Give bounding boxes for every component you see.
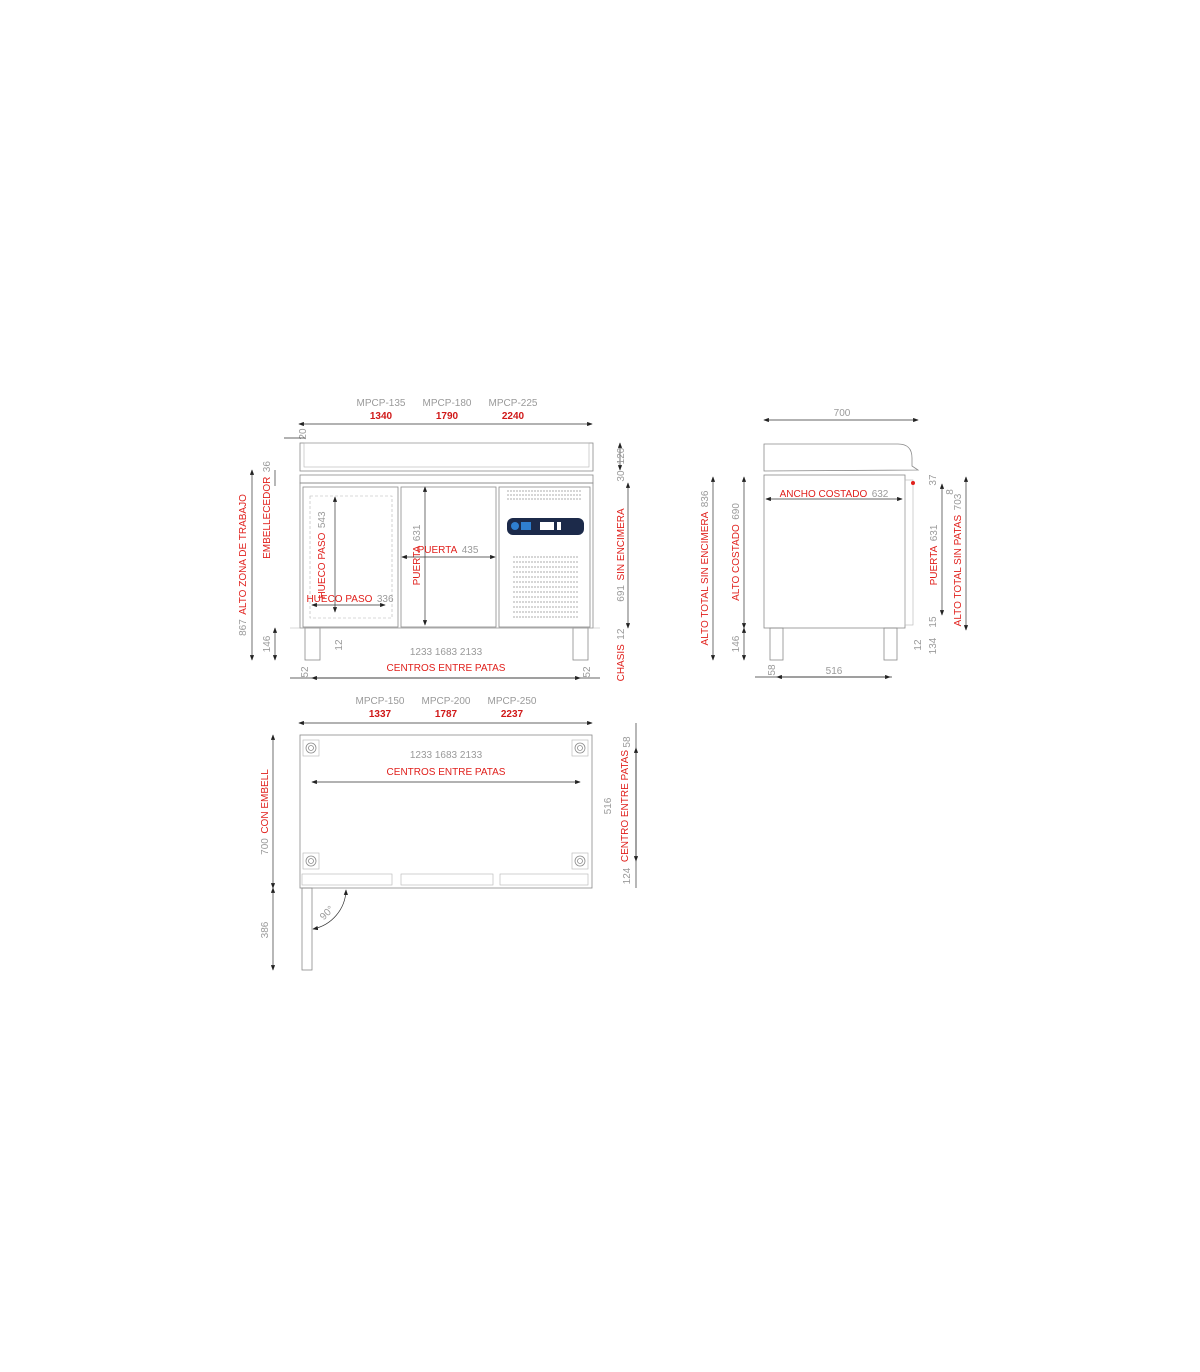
hueco-paso-outline — [309, 495, 393, 619]
depth-dim: 700 — [834, 408, 851, 419]
hinge-icon — [911, 481, 915, 485]
vent-grille-top — [507, 490, 582, 500]
gap-dim: 30 — [616, 470, 627, 482]
model-width: 1340 — [370, 411, 393, 422]
puerta-horizontal-dim: PUERTA 435 — [418, 540, 479, 557]
leg-front — [769, 627, 784, 661]
depth-dim: 700 CON EMBELL — [255, 769, 272, 855]
button-icon — [557, 522, 561, 530]
model-width: 1337 — [369, 709, 392, 720]
vent-grille-bottom — [513, 556, 578, 618]
leg-left — [304, 627, 321, 661]
leg-centers-dim: 516 — [826, 666, 843, 677]
foot-icon — [302, 852, 320, 870]
model-label: MPCP-180 — [423, 398, 472, 409]
door-strip-left — [301, 873, 393, 886]
model-width: 1790 — [436, 411, 459, 422]
alto-total-sin-patas-dim: ALTO TOTAL SIN PATAS 703 — [948, 493, 965, 626]
offset-top-dim: 20 — [298, 428, 309, 440]
indicator-icon — [521, 522, 531, 530]
foot-icon — [302, 739, 320, 757]
centros-values: 1233 1683 2133 — [410, 750, 483, 761]
leg-offset-dim: 58 — [622, 736, 633, 748]
open-door — [301, 887, 313, 971]
logo-icon — [511, 522, 519, 530]
lower-dim: 134 — [928, 637, 939, 654]
embellecedor-strip — [299, 474, 594, 484]
hinge-gap-dim: 8 — [945, 489, 956, 495]
angle-label: 90° — [318, 904, 336, 922]
model-label: MPCP-150 — [356, 696, 405, 707]
door-left — [302, 486, 399, 628]
hueco-paso-horizontal-dim: HUECO PASO 336 — [306, 589, 394, 606]
floor-gap-dim: 12 — [334, 639, 345, 651]
leg-right — [572, 627, 589, 661]
leg-back — [883, 627, 898, 661]
puerta-vertical-dim: PUERTA 631 — [407, 524, 424, 585]
countertop-side — [763, 443, 920, 472]
foot-icon — [571, 739, 589, 757]
model-label: MPCP-250 — [488, 696, 537, 707]
panel-strip — [499, 873, 589, 886]
front-offset-dim: 124 — [622, 867, 633, 884]
model-label: MPCP-200 — [422, 696, 471, 707]
countertop-inner — [303, 442, 590, 468]
alto-total-sin-encimera-dim: ALTO TOTAL SIN ENCIMERA 836 — [695, 490, 712, 645]
leg-offset-right-dim: 52 — [582, 666, 593, 678]
centros-label: CENTROS ENTRE PATAS — [387, 663, 506, 674]
alto-zona-dim: 867 ALTO ZONA DE TRABAJO — [233, 494, 250, 636]
leg-offset-left-dim: 52 — [300, 666, 311, 678]
swing-arc — [312, 889, 348, 931]
control-panel — [507, 518, 584, 535]
chasis-dim: CHASIS 12 — [611, 628, 628, 681]
display-icon — [540, 522, 554, 530]
plan-view: MPCP-150 1337 MPCP-200 1787 MPCP-250 223… — [255, 696, 639, 971]
leg-offset-dim: 58 — [767, 664, 778, 676]
model-label: MPCP-135 — [357, 398, 406, 409]
side-view: 700 ANCHO COSTADO 632 ALTO TOTAL SIN ENC… — [695, 408, 969, 680]
door-center — [400, 486, 497, 628]
countertop-height-dim: 120 — [616, 447, 627, 464]
door-strip-center — [400, 873, 494, 886]
centros-label: CENTROS ENTRE PATAS — [387, 767, 506, 778]
bottom-gap-dim: 15 — [928, 616, 939, 628]
embellecedor-dim: EMBELLECEDOR 36 — [257, 461, 274, 559]
leg-height-dim: 146 — [731, 635, 742, 652]
model-width: 1787 — [435, 709, 458, 720]
puerta-dim: PUERTA 631 — [924, 524, 941, 585]
alto-costado-dim: ALTO COSTADO 690 — [726, 503, 743, 601]
model-width: 2237 — [501, 709, 524, 720]
floor-gap-dim: 12 — [913, 639, 924, 651]
door-swing-dim: 386 — [260, 921, 271, 938]
ancho-costado-dim: ANCHO COSTADO 632 — [780, 484, 889, 501]
cabinet-plan — [299, 734, 593, 889]
model-label: MPCP-225 — [489, 398, 538, 409]
sin-encimera-dim: 691 SIN ENCIMERA — [611, 508, 628, 602]
leg-height-dim: 146 — [262, 635, 273, 652]
top-gap-dim: 37 — [928, 474, 939, 486]
hueco-paso-vertical-dim: HUECO PASO 543 — [312, 511, 329, 599]
foot-icon — [571, 852, 589, 870]
centros-values: 1233 1683 2133 — [410, 647, 483, 658]
centro-value: 516 — [603, 797, 614, 814]
machine-panel — [498, 486, 591, 628]
centro-label: CENTRO ENTRE PATAS — [620, 750, 631, 863]
door-edge — [904, 479, 914, 626]
front-view: MPCP-135 1340 MPCP-180 1790 MPCP-225 224… — [233, 398, 631, 681]
model-width: 2240 — [502, 411, 525, 422]
